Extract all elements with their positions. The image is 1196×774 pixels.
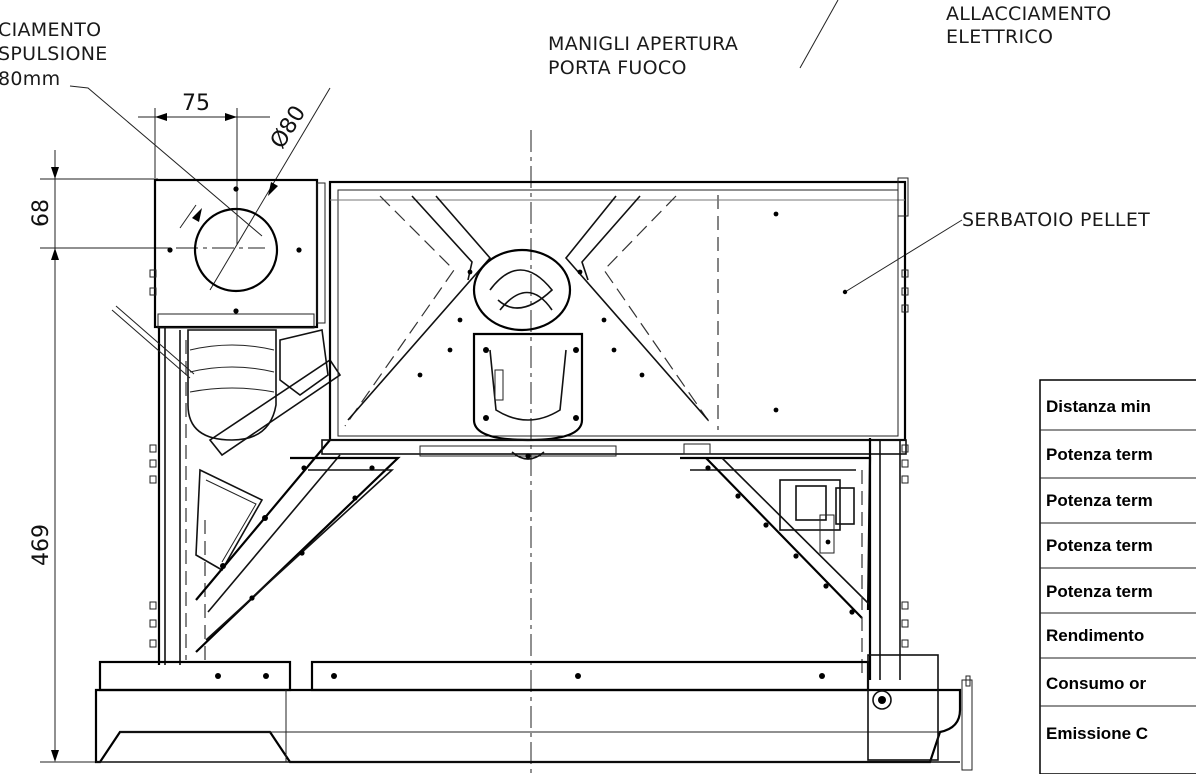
handles-leader-line [799, 0, 839, 69]
specs-table: Distanza min Potenza term Potenza term P… [1039, 379, 1196, 774]
flue-outlet-circle [193, 207, 279, 293]
table-row-7-label: Consumo or [1046, 674, 1146, 693]
dim-75-text: 75 [182, 91, 210, 116]
table-row-1-label: Distanza min [1046, 397, 1151, 416]
dimension-469: 469 [29, 524, 110, 763]
electric-connection-label: ALLACCIAMENTO ELETTRICO [946, 3, 1111, 48]
dimension-diameter: Ø80 [179, 87, 331, 291]
dim-469-text: 469 [29, 524, 54, 566]
handles-label-line1: MANIGLI APERTURA [548, 33, 738, 55]
lower-truss [195, 456, 872, 653]
table-row-3-label: Potenza term [1046, 491, 1153, 510]
tank-label-text: SERBATOIO PELLET [962, 209, 1150, 231]
pellet-tank-label: SERBATOIO PELLET [842, 209, 1150, 295]
dimension-75: 75 [138, 91, 270, 245]
tank-leader-line [844, 219, 963, 293]
table-row-6-label: Rendimento [1046, 626, 1144, 645]
exhaust-label-line1: CIAMENTO [0, 19, 101, 41]
dim-68-text: 68 [29, 199, 54, 227]
electric-box [779, 479, 855, 554]
right-frame [861, 269, 909, 680]
electric-label-line1: ALLACCIAMENTO [946, 3, 1111, 25]
door-handles-label: MANIGLI APERTURA PORTA FUOCO [548, 0, 839, 79]
exhaust-pipe [111, 305, 277, 441]
exhaust-leader-line [69, 85, 263, 237]
dimension-68: 68 [29, 150, 170, 760]
exhaust-label-line2: SPULSIONE [0, 43, 108, 65]
dim-diameter-text: Ø80 [266, 102, 311, 154]
table-row-8-label: Emissione C [1046, 724, 1148, 743]
stove-base [94, 654, 973, 771]
exhaust-connection-label: CIAMENTO SPULSIONE 80mm [0, 19, 263, 237]
left-frame [149, 269, 206, 665]
tank-bottom-rail [321, 439, 907, 460]
fan-assembly [195, 329, 342, 613]
electric-label-line2: ELETTRICO [946, 26, 1053, 48]
tank-leader-dot [842, 289, 848, 295]
exhaust-label-line3: 80mm [0, 68, 60, 90]
table-row-5-label: Potenza term [1046, 582, 1153, 601]
table-row-2-label: Potenza term [1046, 445, 1153, 464]
handles-label-line2: PORTA FUOCO [548, 57, 687, 79]
flue-collar [153, 178, 326, 329]
table-row-4-label: Potenza term [1046, 536, 1153, 555]
pellet-tank [328, 177, 909, 442]
